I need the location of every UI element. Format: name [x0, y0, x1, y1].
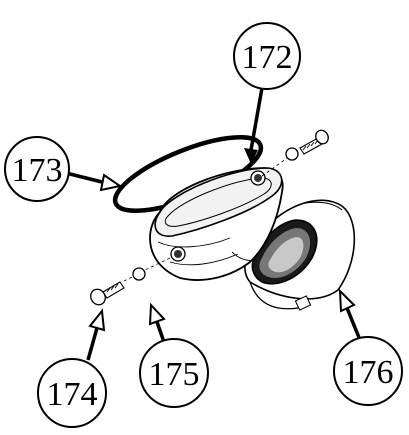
callout-175: 175: [139, 338, 209, 408]
leader-arrow-175: [148, 302, 167, 346]
screw-hardware-lower: [90, 257, 171, 306]
screw-hardware-upper: [261, 129, 329, 177]
callout-176-label: 176: [343, 354, 394, 391]
callout-174-label: 174: [47, 376, 98, 413]
leader-arrow-173: [61, 170, 123, 192]
callout-172-label: 172: [242, 39, 293, 76]
callout-173: 173: [4, 136, 70, 202]
leader-arrow-176: [338, 288, 362, 341]
leader-arrow-174: [86, 308, 106, 361]
callout-172: 172: [233, 22, 301, 90]
callout-176: 176: [333, 336, 403, 406]
callout-175-label: 175: [149, 356, 200, 393]
leader-arrow-172: [244, 87, 264, 164]
callout-174: 174: [37, 358, 107, 428]
callout-173-label: 173: [12, 152, 63, 189]
lamp-body-part: [149, 167, 284, 281]
